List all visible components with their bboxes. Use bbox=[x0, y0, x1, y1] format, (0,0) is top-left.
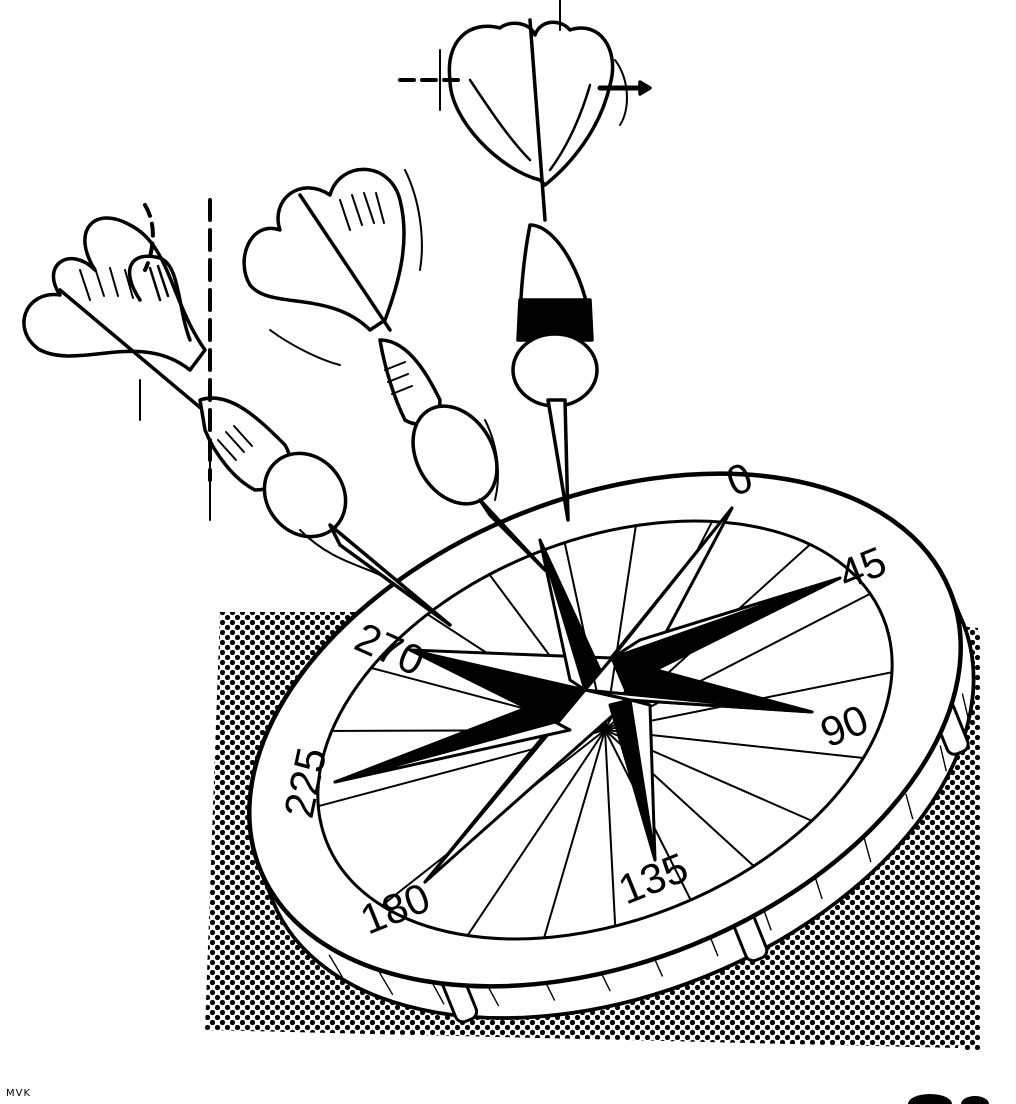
dart-left bbox=[22, 198, 452, 627]
artist-credit: MVK bbox=[6, 1088, 32, 1099]
cropped-glyphs bbox=[908, 1094, 989, 1104]
compass-star bbox=[333, 506, 842, 884]
dart-middle bbox=[242, 167, 547, 572]
dart-top bbox=[398, 0, 652, 522]
